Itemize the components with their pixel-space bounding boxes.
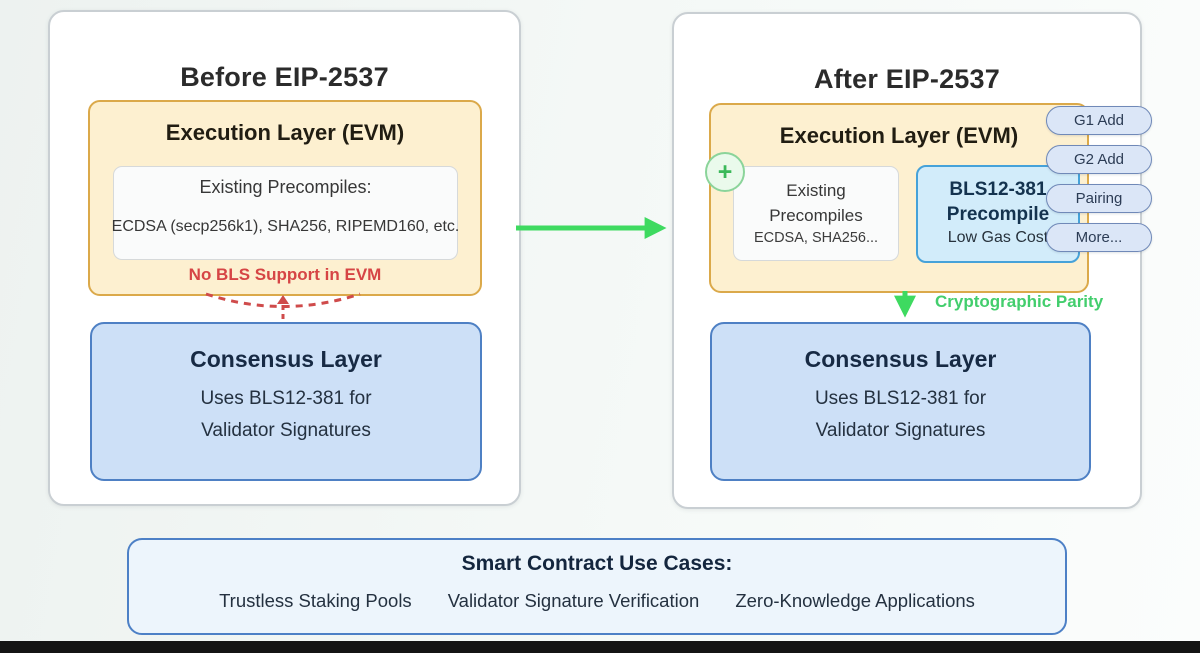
before-panel-title: Before EIP-2537	[180, 62, 389, 93]
plus-icon: +	[717, 157, 733, 186]
after-consensus-layer-box: Consensus Layer Uses BLS12-381 for Valid…	[710, 322, 1091, 481]
after-existing-line3: ECDSA, SHA256...	[753, 230, 879, 246]
existing-precompiles-box: Existing Precompiles: ECDSA (secp256k1),…	[111, 166, 460, 260]
after-execution-layer-box: Execution Layer (EVM) Existing Precompil…	[709, 103, 1089, 293]
after-panel-title: After EIP-2537	[814, 64, 1000, 95]
after-existing-line2: Precompiles	[769, 206, 863, 225]
before-consensus-layer-title: Consensus Layer	[190, 346, 382, 372]
bls-box-line2: Precompile	[946, 204, 1050, 225]
bls-box-line1: BLS12-381	[949, 179, 1047, 200]
before-execution-layer-title: Execution Layer (EVM)	[165, 120, 405, 145]
letterbox-bar	[0, 641, 1200, 653]
after-consensus-line1: Uses BLS12-381 for	[814, 388, 987, 409]
pill-more: More...	[1046, 223, 1152, 252]
existing-precompiles-list: ECDSA (secp256k1), SHA256, RIPEMD160, et…	[111, 218, 460, 235]
before-consensus-line1: Uses BLS12-381 for	[200, 388, 372, 409]
pill-pairing: Pairing	[1046, 184, 1152, 213]
after-existing-line1: Existing	[786, 181, 846, 200]
bls-precompile-box: BLS12-381 Precompile Low Gas Cost	[916, 165, 1080, 263]
use-case-staking-pools: Trustless Staking Pools	[219, 590, 412, 611]
after-existing-precompiles-box: Existing Precompiles ECDSA, SHA256...	[733, 166, 899, 261]
before-consensus-line2: Validator Signatures	[201, 420, 371, 441]
after-consensus-line2: Validator Signatures	[815, 420, 986, 441]
before-execution-layer-box: Execution Layer (EVM) Existing Precompil…	[88, 100, 482, 296]
before-panel: Before EIP-2537 Execution Layer (EVM) Ex…	[48, 10, 521, 506]
use-cases-box: Smart Contract Use Cases: Trustless Stak…	[127, 538, 1067, 635]
use-case-zero-knowledge: Zero-Knowledge Applications	[735, 590, 975, 611]
existing-precompiles-title: Existing Precompiles:	[199, 177, 372, 197]
plus-badge: +	[705, 152, 745, 192]
after-execution-layer-title: Execution Layer (EVM)	[779, 123, 1019, 148]
cryptographic-parity-label: Cryptographic Parity	[935, 292, 1104, 311]
pill-g2-add: G2 Add	[1046, 145, 1152, 174]
pill-g1-add: G1 Add	[1046, 106, 1152, 135]
use-cases-title: Smart Contract Use Cases:	[461, 552, 733, 575]
after-panel: After EIP-2537 Execution Layer (EVM) Exi…	[672, 12, 1152, 509]
no-bls-warning: No BLS Support in EVM	[188, 265, 382, 284]
after-consensus-layer-title: Consensus Layer	[804, 346, 997, 372]
before-consensus-layer-box: Consensus Layer Uses BLS12-381 for Valid…	[90, 322, 482, 481]
use-case-signature-verification: Validator Signature Verification	[447, 590, 700, 611]
use-cases-items: Trustless Staking Pools Validator Signat…	[129, 590, 1065, 612]
bls-box-line3: Low Gas Cost	[947, 229, 1049, 246]
